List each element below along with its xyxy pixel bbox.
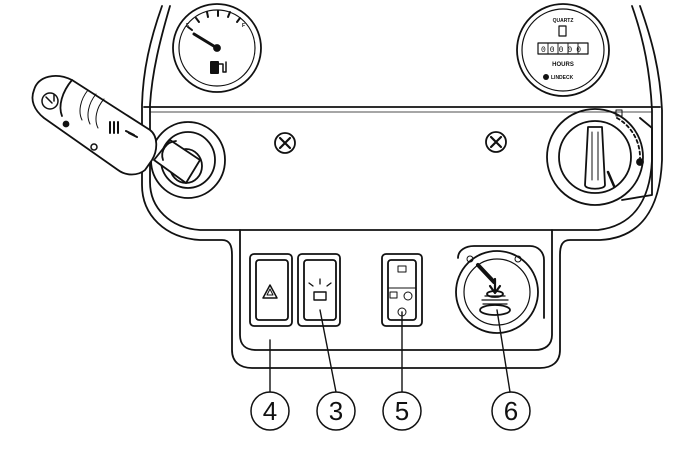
hour-meter-digits: 00000 — [541, 46, 585, 55]
selector-off-icon — [615, 109, 623, 117]
rotary-selector-knob[interactable] — [546, 108, 653, 206]
stalk-grip[interactable] — [31, 75, 158, 176]
callout-number-6: 6 — [504, 396, 518, 426]
selector-position-mark — [636, 158, 644, 166]
sunlight-icon — [62, 120, 70, 128]
socket-plug-icon — [479, 290, 511, 316]
fuel-gauge — [172, 3, 262, 93]
dashboard-housing — [141, 5, 663, 369]
callout-number-3: 3 — [329, 396, 343, 426]
selector-dashed-arc — [616, 117, 641, 159]
light-stalk-lever[interactable] — [31, 75, 226, 199]
fuel-full-mark: F — [242, 23, 245, 29]
dashboard-inner-edge — [149, 5, 653, 231]
switch-left-icon — [389, 291, 398, 299]
hour-meter-unit: HOURS — [552, 62, 574, 68]
callout-circle-4 — [250, 391, 290, 431]
socket-cap-icon — [466, 255, 474, 263]
hour-meter — [516, 3, 610, 97]
horn-icon — [41, 92, 59, 110]
callout-leader-6 — [496, 309, 511, 393]
power-socket[interactable] — [455, 245, 545, 334]
brand-logo-icon — [543, 74, 549, 80]
callout-circle-3 — [316, 391, 356, 431]
switch-top-icon — [397, 265, 407, 273]
callout-number-4: 4 — [263, 396, 277, 426]
socket-light-icon — [514, 255, 522, 263]
panel-screw-left — [274, 132, 296, 154]
callout-circle-5 — [382, 391, 422, 431]
hour-meter-top-label: QUARTZ — [553, 18, 574, 24]
work-light-icon — [308, 278, 332, 301]
panel-screw-right — [485, 131, 507, 153]
callout-leader-3 — [319, 309, 337, 393]
hour-meter-brand: LINDECK — [551, 75, 574, 81]
hazard-switch[interactable] — [249, 253, 293, 327]
hour-counter-window — [537, 42, 589, 55]
switch-bay — [239, 229, 553, 351]
beam-indicator-icon — [109, 121, 138, 138]
hourglass-icon — [558, 25, 567, 37]
stalk-detent-icon — [90, 143, 98, 151]
work-light-switch[interactable] — [297, 253, 341, 327]
fuel-pump-icon — [210, 61, 219, 74]
push-down-arrow-icon — [488, 277, 502, 295]
callout-circle-6 — [491, 391, 531, 431]
hazard-triangle-icon — [262, 284, 278, 299]
fuel-empty-mark: E — [186, 23, 190, 29]
callout-number-5: 5 — [395, 396, 409, 426]
switch-right-icon — [403, 291, 413, 301]
